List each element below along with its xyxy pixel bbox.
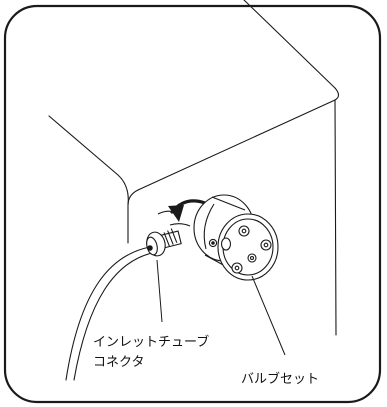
inlet-tube-connector: [146, 228, 182, 257]
valve-set: [193, 194, 279, 281]
valve-side-fitting: [208, 237, 232, 251]
rotation-arrow-icon: [168, 199, 207, 222]
inlet-connector-label-line2: コネクタ: [93, 355, 144, 370]
leader-lines: [156, 259, 286, 356]
inlet-connector-leader: [156, 259, 163, 323]
inlet-connector-label-line1: インレットチューブ: [93, 334, 209, 350]
inlet-tube: [65, 246, 153, 381]
instrument-housing: [48, 0, 340, 336]
valve-set-label: バルブセット: [241, 371, 319, 387]
diagram-frame: [3, 4, 382, 404]
valve-set-leader: [251, 275, 286, 356]
